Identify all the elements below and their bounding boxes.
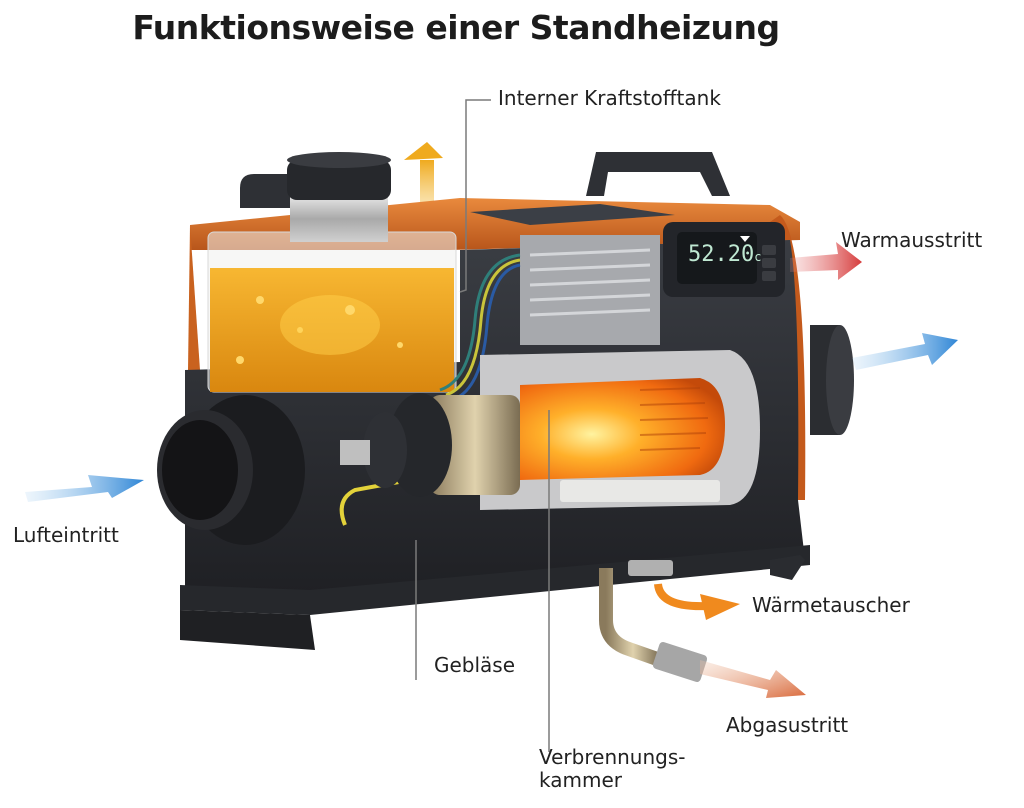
air-inlet-arrow <box>25 475 144 502</box>
combustion-chamber <box>480 350 760 510</box>
leader-lines <box>415 99 550 752</box>
blower-motor <box>340 393 520 497</box>
exhaust-pipe <box>599 560 708 682</box>
control-display <box>663 222 785 297</box>
label-fuel-tank: Interner Kraftstofftank <box>498 86 721 110</box>
temperature-value: 52.20 <box>688 242 755 267</box>
label-air-inlet: Lufteintritt <box>13 523 119 547</box>
temperature-unit: c <box>754 250 762 264</box>
label-exhaust-outlet: Abgasustritt <box>726 713 849 737</box>
label-blower: Gebläse <box>434 653 516 677</box>
warm-air-outlet-arrow <box>790 242 862 280</box>
exhaust-arrow <box>700 660 806 698</box>
diagram-title: Funktionsweise einer Standheizung <box>132 8 780 47</box>
label-combustion-chamber: Verbrennungs- kammer <box>539 746 685 792</box>
wiring <box>339 253 521 526</box>
label-combustion-chamber-line2: kammer <box>539 768 622 792</box>
fuel-pump <box>520 235 660 345</box>
top-handles <box>240 152 730 208</box>
label-warm-air-outlet: Warmausstritt <box>841 228 983 252</box>
air-outlet-pipe <box>810 325 854 435</box>
label-heat-exchanger: Wärmetauscher <box>752 593 910 617</box>
label-combustion-chamber-line1: Verbrennungs- <box>539 745 686 769</box>
air-inlet-pipe <box>157 395 305 545</box>
heat-exchanger-arrow <box>654 583 740 620</box>
display-temperature: 52.20c <box>688 242 761 267</box>
air-outlet-right-arrow <box>852 333 958 370</box>
fuel-tank <box>207 152 457 393</box>
